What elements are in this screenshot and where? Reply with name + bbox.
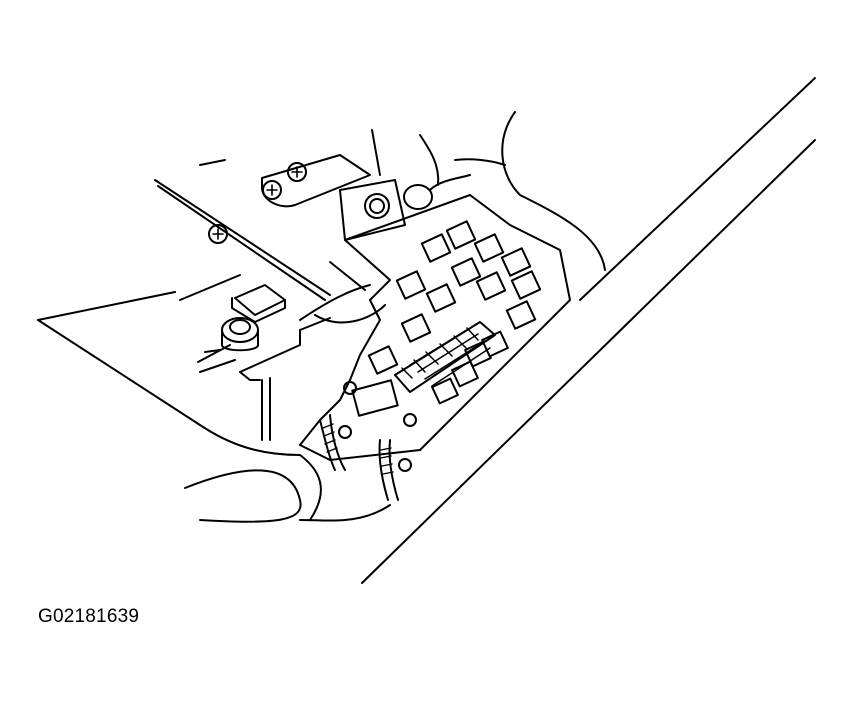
left-bolt (209, 225, 227, 243)
relay-group (352, 221, 540, 415)
figure-id-label: G02181639 (38, 606, 140, 627)
fuse-relay-block (300, 195, 570, 460)
fender-edge-lines (362, 78, 815, 583)
fuse-mesh-area (395, 322, 495, 392)
battery-terminal (205, 285, 285, 352)
hold-down-bracket (262, 155, 370, 206)
battery-cable (300, 285, 370, 320)
battery-tray (38, 160, 330, 455)
lower-cables (320, 382, 416, 500)
foreground-panel (185, 455, 390, 522)
ground-bolt (340, 130, 470, 240)
strut-tower-outline (502, 112, 605, 270)
